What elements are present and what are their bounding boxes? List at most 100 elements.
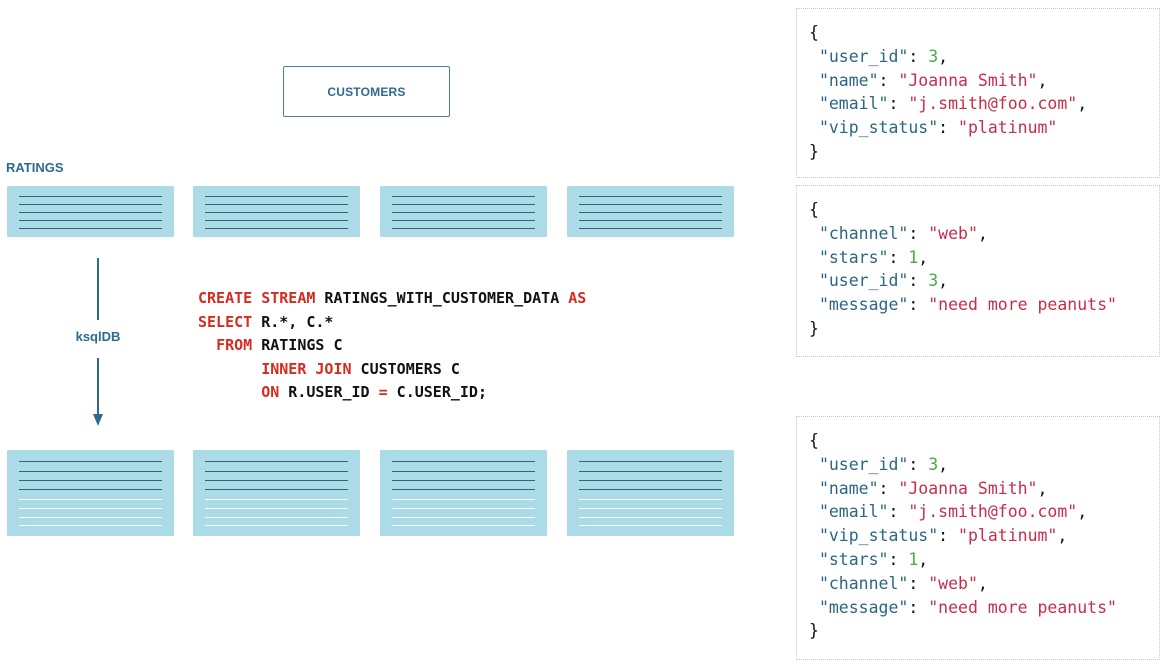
message-line: [392, 228, 535, 229]
sql-keyword: CREATE: [198, 289, 253, 307]
json-number-value: 3: [928, 46, 939, 66]
message-line: [205, 489, 348, 490]
message-line: [205, 212, 348, 213]
stream-message: [7, 450, 174, 536]
message-line: [579, 480, 722, 481]
message-line: [579, 489, 722, 490]
json-field: "user_id": 3,: [818, 46, 949, 66]
stream-message: [193, 186, 360, 237]
json-field: "email": "j.smith@foo.com",: [818, 94, 1088, 114]
message-line: [579, 212, 722, 213]
json-key: "email": [818, 502, 889, 522]
message-line: [19, 196, 162, 197]
json-field: "channel": "web",: [818, 573, 988, 593]
sql-line: INNER JOIN CUSTOMERS C: [198, 358, 586, 382]
ksqldb-label: ksqlDB: [75, 329, 121, 344]
json-key: "vip_status": [818, 526, 939, 546]
message-line: [205, 461, 348, 462]
json-field: "message": "need more peanuts": [818, 295, 1117, 315]
rating-json-box: { "channel": "web", "stars": 1, "user_id…: [796, 185, 1160, 357]
sql-keyword: =: [378, 383, 388, 401]
json-string-value: "platinum": [958, 118, 1058, 138]
message-line: [579, 204, 722, 205]
message-line: [392, 220, 535, 221]
json-field: "channel": "web",: [818, 223, 988, 243]
json-field: "message": "need more peanuts": [818, 597, 1117, 617]
json-close-brace: }: [809, 621, 819, 641]
sql-text: [252, 289, 261, 307]
json-open-brace: {: [809, 200, 819, 219]
message-line: [205, 508, 348, 509]
message-line: [205, 204, 348, 205]
json-key: "stars": [818, 549, 889, 569]
stream-message: [380, 450, 547, 536]
json-string-value: "need more peanuts": [928, 597, 1117, 617]
sql-text: CUSTOMERS C: [351, 359, 460, 378]
json-key: "email": [818, 94, 889, 114]
json-key: "name": [818, 70, 879, 90]
json-string-value: "platinum": [958, 526, 1058, 546]
json-string-value: "j.smith@foo.com": [908, 94, 1078, 114]
json-key: "channel": [818, 223, 909, 243]
json-field: "stars": 1,: [818, 247, 929, 267]
json-number-value: 3: [928, 271, 939, 291]
customer-json-box: { "user_id": 3, "name": "Joanna Smith", …: [796, 8, 1160, 178]
sql-text: [198, 383, 261, 401]
message-line: [19, 471, 162, 472]
message-line: [392, 499, 535, 500]
sql-text: RATINGS C: [252, 336, 343, 354]
json-string-value: "j.smith@foo.com": [908, 502, 1078, 522]
json-key: "message": [818, 295, 909, 315]
sql-text: R.*, C.*: [252, 312, 334, 331]
json-field: "user_id": 3,: [818, 454, 949, 474]
sql-keyword: STREAM: [261, 289, 316, 307]
json-key: "stars": [818, 247, 889, 267]
message-line: [205, 517, 348, 518]
message-line: [579, 471, 722, 472]
message-line: [205, 525, 348, 526]
json-open-brace: {: [809, 431, 819, 450]
sql-line: ON R.USER_ID = C.USER_ID;: [198, 381, 586, 405]
message-line: [392, 196, 535, 197]
sql-keyword: AS: [568, 289, 587, 307]
message-line: [392, 212, 535, 213]
message-line: [579, 517, 722, 518]
sql-text: RATINGS_WITH_CUSTOMER_DATA: [315, 289, 569, 307]
enriched-json-box: { "user_id": 3, "name": "Joanna Smith", …: [796, 416, 1160, 660]
json-key: "channel": [818, 573, 909, 593]
message-line: [392, 525, 535, 526]
message-line: [19, 204, 162, 205]
sql-text: R.USER_ID: [279, 383, 379, 401]
message-line: [579, 508, 722, 509]
enriched-json: { "user_id": 3, "name": "Joanna Smith", …: [809, 429, 1117, 643]
json-key: "vip_status": [818, 118, 939, 138]
message-line: [205, 228, 348, 229]
message-line: [205, 196, 348, 197]
sql-keyword: ON: [261, 383, 280, 401]
json-key: "message": [818, 597, 909, 617]
json-number-value: 3: [928, 454, 939, 474]
stream-message: [567, 450, 734, 536]
message-line: [392, 489, 535, 490]
message-line: [19, 212, 162, 213]
customers-table-box: CUSTOMERS: [283, 66, 450, 117]
message-line: [579, 228, 722, 229]
json-field: "user_id": 3,: [818, 271, 949, 291]
json-field: "name": "Joanna Smith",: [818, 70, 1048, 90]
json-string-value: "web": [928, 223, 978, 243]
json-key: "name": [818, 478, 879, 498]
json-string-value: "Joanna Smith": [898, 478, 1038, 498]
message-line: [579, 499, 722, 500]
json-number-value: 1: [908, 247, 919, 267]
message-line: [205, 499, 348, 500]
message-line: [19, 220, 162, 221]
message-line: [579, 220, 722, 221]
stream-message: [193, 450, 360, 536]
message-line: [19, 525, 162, 526]
json-key: "user_id": [818, 271, 909, 291]
json-string-value: "need more peanuts": [928, 295, 1117, 315]
customer-json: { "user_id": 3, "name": "Joanna Smith", …: [809, 21, 1087, 164]
json-field: "email": "j.smith@foo.com",: [818, 502, 1088, 522]
sql-keyword: FROM: [216, 336, 253, 354]
message-line: [19, 489, 162, 490]
